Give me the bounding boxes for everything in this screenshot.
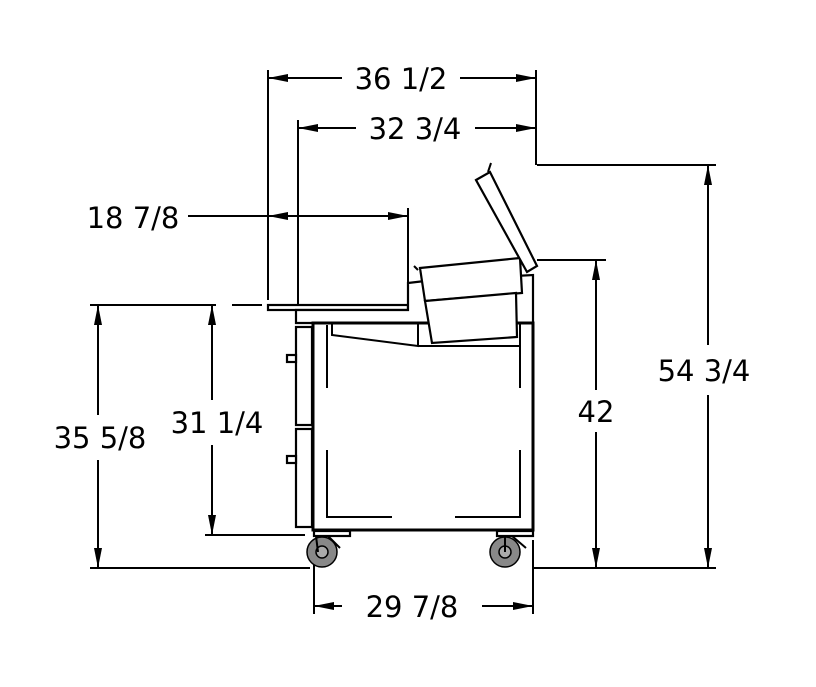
- dimension-overall-height: 54 3/4: [658, 165, 751, 568]
- door-outline: [326, 325, 521, 518]
- drawer-handle-icon: [285, 353, 298, 364]
- dimension-label: 31 1/4: [171, 406, 264, 440]
- dimension-label: 54 3/4: [658, 354, 751, 388]
- lid-open: [474, 170, 539, 274]
- dimension-label: 36 1/2: [355, 62, 448, 96]
- dimension-label: 42: [578, 395, 615, 429]
- food-pan: [423, 291, 519, 345]
- dimension-label: 32 3/4: [369, 112, 462, 146]
- dimension-cabinet-height: 31 1/4: [171, 305, 264, 535]
- caster-rear: [489, 529, 535, 568]
- lid-handle: [487, 162, 492, 173]
- prep-table: [266, 162, 539, 568]
- extension-lines: [90, 70, 716, 614]
- dimension-cabinet-top-depth: 32 3/4: [298, 112, 536, 146]
- caster-front: [306, 529, 352, 568]
- pan-top: [418, 256, 524, 303]
- dimension-overall-depth: 36 1/2: [268, 62, 536, 96]
- drawer-handle-icon: [285, 454, 298, 465]
- dimension-work-surface-height: 35 5/8: [54, 305, 147, 568]
- dimension-base-depth: 29 7/8: [314, 590, 533, 624]
- cabinet-body: [311, 321, 535, 532]
- dimension-label: 35 5/8: [54, 421, 147, 455]
- dimension-label: 18 7/8: [87, 201, 180, 235]
- drawer-lower: [294, 427, 314, 529]
- drawer-upper: [294, 325, 314, 427]
- dimension-cutting-board-depth: 18 7/8: [87, 201, 408, 235]
- dimension-rail-height: 42: [578, 260, 615, 568]
- dimension-label: 29 7/8: [366, 590, 459, 624]
